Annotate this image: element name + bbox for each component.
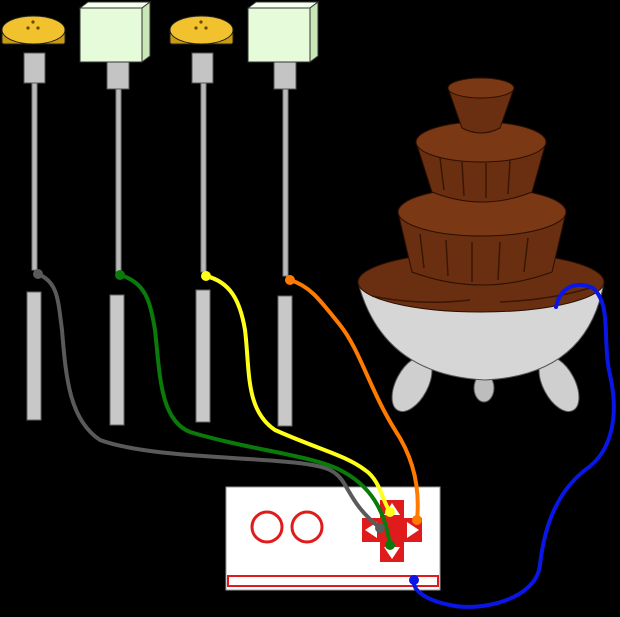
orange-wire bbox=[288, 278, 420, 522]
fountain-tier-top bbox=[447, 87, 515, 134]
arrow-down-icon bbox=[384, 547, 400, 559]
banana-slice bbox=[169, 15, 234, 45]
skewer-marshmallow-2 bbox=[246, 1, 320, 427]
arrow-pad bbox=[362, 500, 422, 562]
skewer-handle bbox=[26, 291, 42, 421]
yellow-wire bbox=[204, 274, 392, 514]
skewer-handle bbox=[277, 295, 293, 427]
orange-clip bbox=[285, 275, 295, 285]
skewer-rod bbox=[115, 85, 122, 273]
marshmallow bbox=[246, 1, 320, 63]
board-circle-left bbox=[250, 510, 284, 544]
board-ground-strip bbox=[227, 575, 439, 587]
chocolate-fountain bbox=[357, 77, 605, 413]
green-clip bbox=[115, 270, 125, 280]
wire-clips bbox=[33, 269, 422, 585]
orange-board-clip bbox=[412, 515, 422, 525]
skewer-banana-1 bbox=[1, 15, 66, 421]
arrow-left-icon bbox=[365, 522, 377, 538]
skewer-collar bbox=[23, 52, 46, 84]
skewer-rod bbox=[200, 79, 207, 273]
skewer-handle bbox=[109, 294, 125, 426]
yellow-clip bbox=[201, 271, 211, 281]
gray-clip bbox=[33, 269, 43, 279]
green-board-clip bbox=[385, 540, 395, 550]
green-wire bbox=[118, 273, 392, 547]
skewer-rod bbox=[282, 85, 289, 277]
arrow-right-icon bbox=[407, 522, 419, 538]
wires bbox=[36, 272, 616, 609]
yellow-board-clip bbox=[385, 507, 395, 517]
skewer-marshmallow-1 bbox=[78, 1, 152, 426]
blue-wire bbox=[411, 282, 616, 609]
skewer-collar bbox=[106, 60, 130, 90]
makey-makey-board bbox=[225, 486, 441, 591]
blue-board-clip bbox=[409, 575, 419, 585]
skewer-rod bbox=[31, 79, 38, 271]
gray-board-clip bbox=[375, 523, 385, 533]
banana-slice bbox=[1, 15, 66, 45]
skewer-handle bbox=[195, 289, 211, 423]
marshmallow bbox=[78, 1, 152, 63]
gray-wire bbox=[36, 272, 382, 530]
board-circle-right bbox=[290, 510, 324, 544]
skewer-collar bbox=[273, 60, 297, 90]
skewer-collar bbox=[191, 52, 214, 84]
skewer-banana-2 bbox=[169, 15, 234, 423]
